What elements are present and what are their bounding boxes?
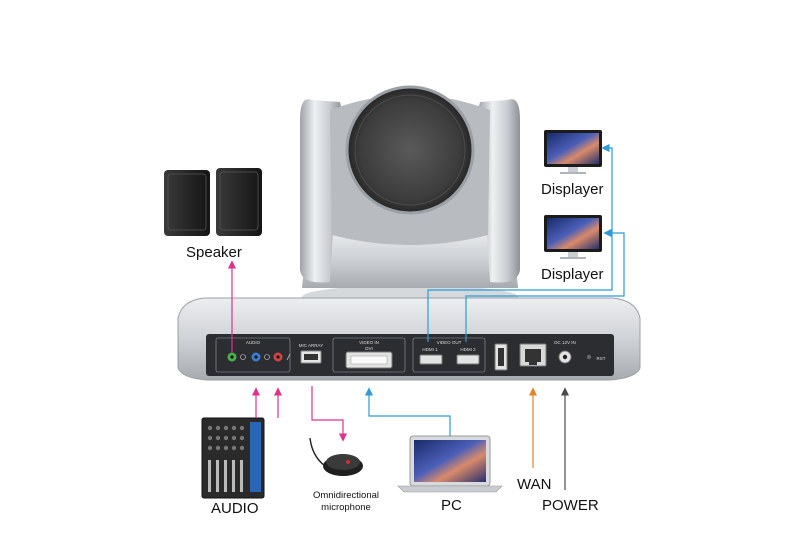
mic-connection [311,386,348,442]
video-in-port: VIDEO IN DVI [332,337,406,373]
video-in-sub-label: DVI [365,346,373,351]
monitor-icon [544,130,602,174]
wan-label: WAN [517,476,552,493]
hdmi1-label: HDMI 1 [422,347,438,352]
display-top-connection [427,143,613,342]
mic-label-line1: Omnidirectional [313,490,379,501]
codec-base-unit: AUDIO MIC ARRAY VIDEO IN DVI VIDEO OUT H… [177,297,641,381]
mic-label: Omnidirectional microphone [306,490,386,514]
mixer-icon [201,417,265,499]
hdmi2-label: HDMI 2 [460,347,476,352]
reset-button: RST [586,354,606,361]
reset-label: RST [597,356,606,361]
puck-mic-icon [309,437,363,476]
video-out-ports: VIDEO OUT HDMI 1 HDMI 2 [412,337,486,373]
mic-array-port: MIC ARRAY [299,343,323,364]
pc-connection [364,387,451,436]
dc-in-label: DC 12V IN [554,340,576,345]
mic-label-line2: microphone [321,502,371,513]
speaker-label: Speaker [186,244,242,261]
video-out-label: VIDEO OUT [437,340,462,345]
power-label: POWER [542,497,599,514]
audio-group-label: AUDIO [246,340,261,345]
displayer-label-bottom: Displayer [541,266,604,283]
audio-label: AUDIO [211,500,259,517]
video-in-label: VIDEO IN [359,340,379,345]
rear-panel [206,334,614,376]
usb-port [494,343,508,371]
audio-ports: AUDIO [215,337,291,373]
mic-array-label: MIC ARRAY [299,343,323,348]
ptz-camera [300,85,520,309]
displayer-label-top: Displayer [541,181,604,198]
lan-port [519,343,547,367]
speaker-pair-icon [164,168,262,236]
monitor-icon [544,215,602,259]
laptop-icon [397,435,503,493]
connection-lines [227,143,625,490]
dc-in-port: DC 12V IN [554,340,576,364]
pc-label: PC [441,497,462,514]
camera-lens [345,85,475,215]
display-bottom-connection [465,228,625,342]
